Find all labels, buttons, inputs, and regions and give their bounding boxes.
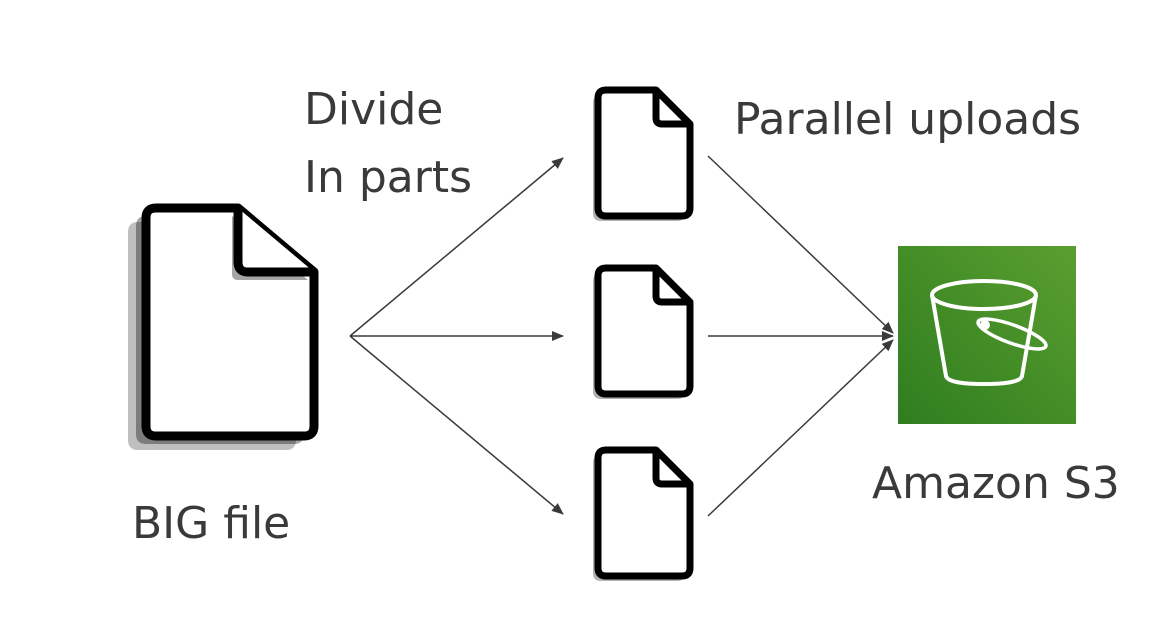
- divide-label-line2: In parts: [304, 152, 472, 203]
- upload-arrow-bottom: [707, 339, 894, 517]
- file-part-icon-3: [593, 450, 690, 581]
- divide-arrow-top: [349, 157, 564, 337]
- s3-bucket-icon: [898, 246, 1076, 424]
- parallel-uploads-label: Parallel uploads: [734, 94, 1081, 145]
- file-part-icon-1: [593, 90, 690, 221]
- upload-arrow-top: [707, 155, 894, 334]
- file-part-icon-2: [593, 268, 690, 399]
- amazon-s3-label: Amazon S3: [872, 458, 1120, 509]
- divide-arrow-bottom: [349, 335, 564, 515]
- big-file-label: BIG file: [132, 498, 290, 549]
- big-file-icon: [128, 203, 319, 450]
- divide-label-line1: Divide: [304, 84, 443, 135]
